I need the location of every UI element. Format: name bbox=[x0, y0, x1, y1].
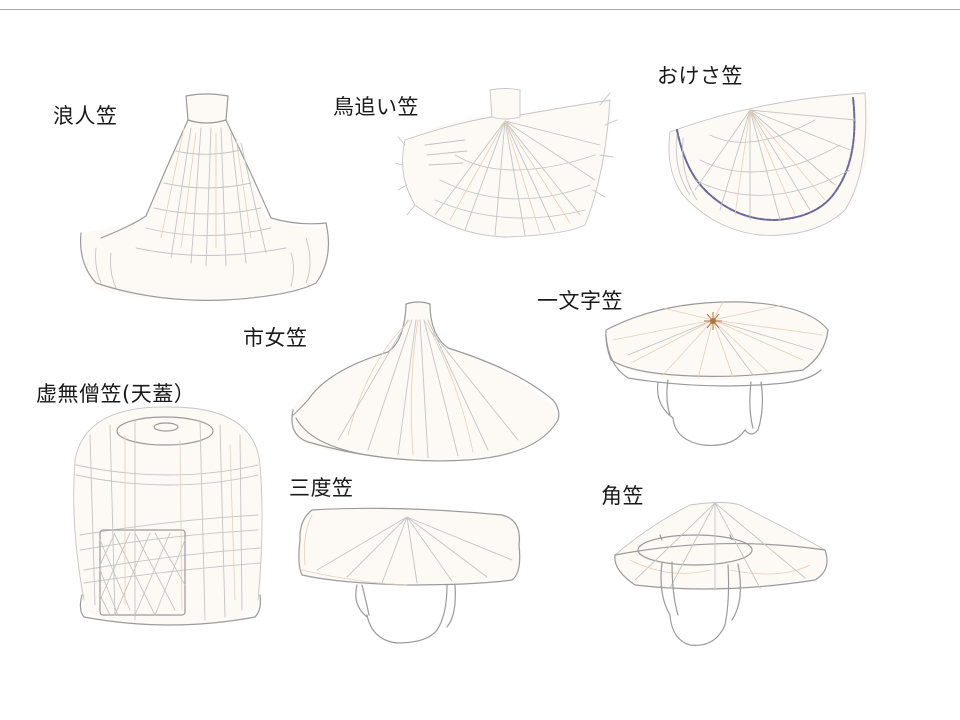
label-komuso-gasa: 虚無僧笠(天蓋） bbox=[36, 382, 196, 406]
label-sando-gasa: 三度笠 bbox=[289, 476, 354, 500]
label-okesa-gasa: おけさ笠 bbox=[657, 64, 743, 88]
ichime-gasa-illustration bbox=[288, 300, 563, 465]
komuso-gasa-illustration bbox=[70, 405, 270, 630]
label-tsuno-gasa: 角笠 bbox=[601, 484, 644, 508]
label-torioi-gasa: 鳥追い笠 bbox=[333, 95, 419, 119]
top-divider-line bbox=[0, 9, 960, 10]
ichimonji-gasa-illustration bbox=[603, 300, 833, 450]
ronin-gasa-illustration bbox=[76, 88, 336, 303]
label-ronin-gasa: 浪人笠 bbox=[53, 104, 118, 128]
label-ichimonji-gasa: 一文字笠 bbox=[537, 289, 623, 313]
sando-gasa-illustration bbox=[297, 505, 527, 645]
label-ichime-gasa: 市女笠 bbox=[243, 326, 308, 350]
tsuno-gasa-illustration bbox=[610, 500, 835, 650]
okesa-gasa-illustration bbox=[665, 90, 875, 245]
torioi-gasa-illustration bbox=[394, 85, 625, 245]
